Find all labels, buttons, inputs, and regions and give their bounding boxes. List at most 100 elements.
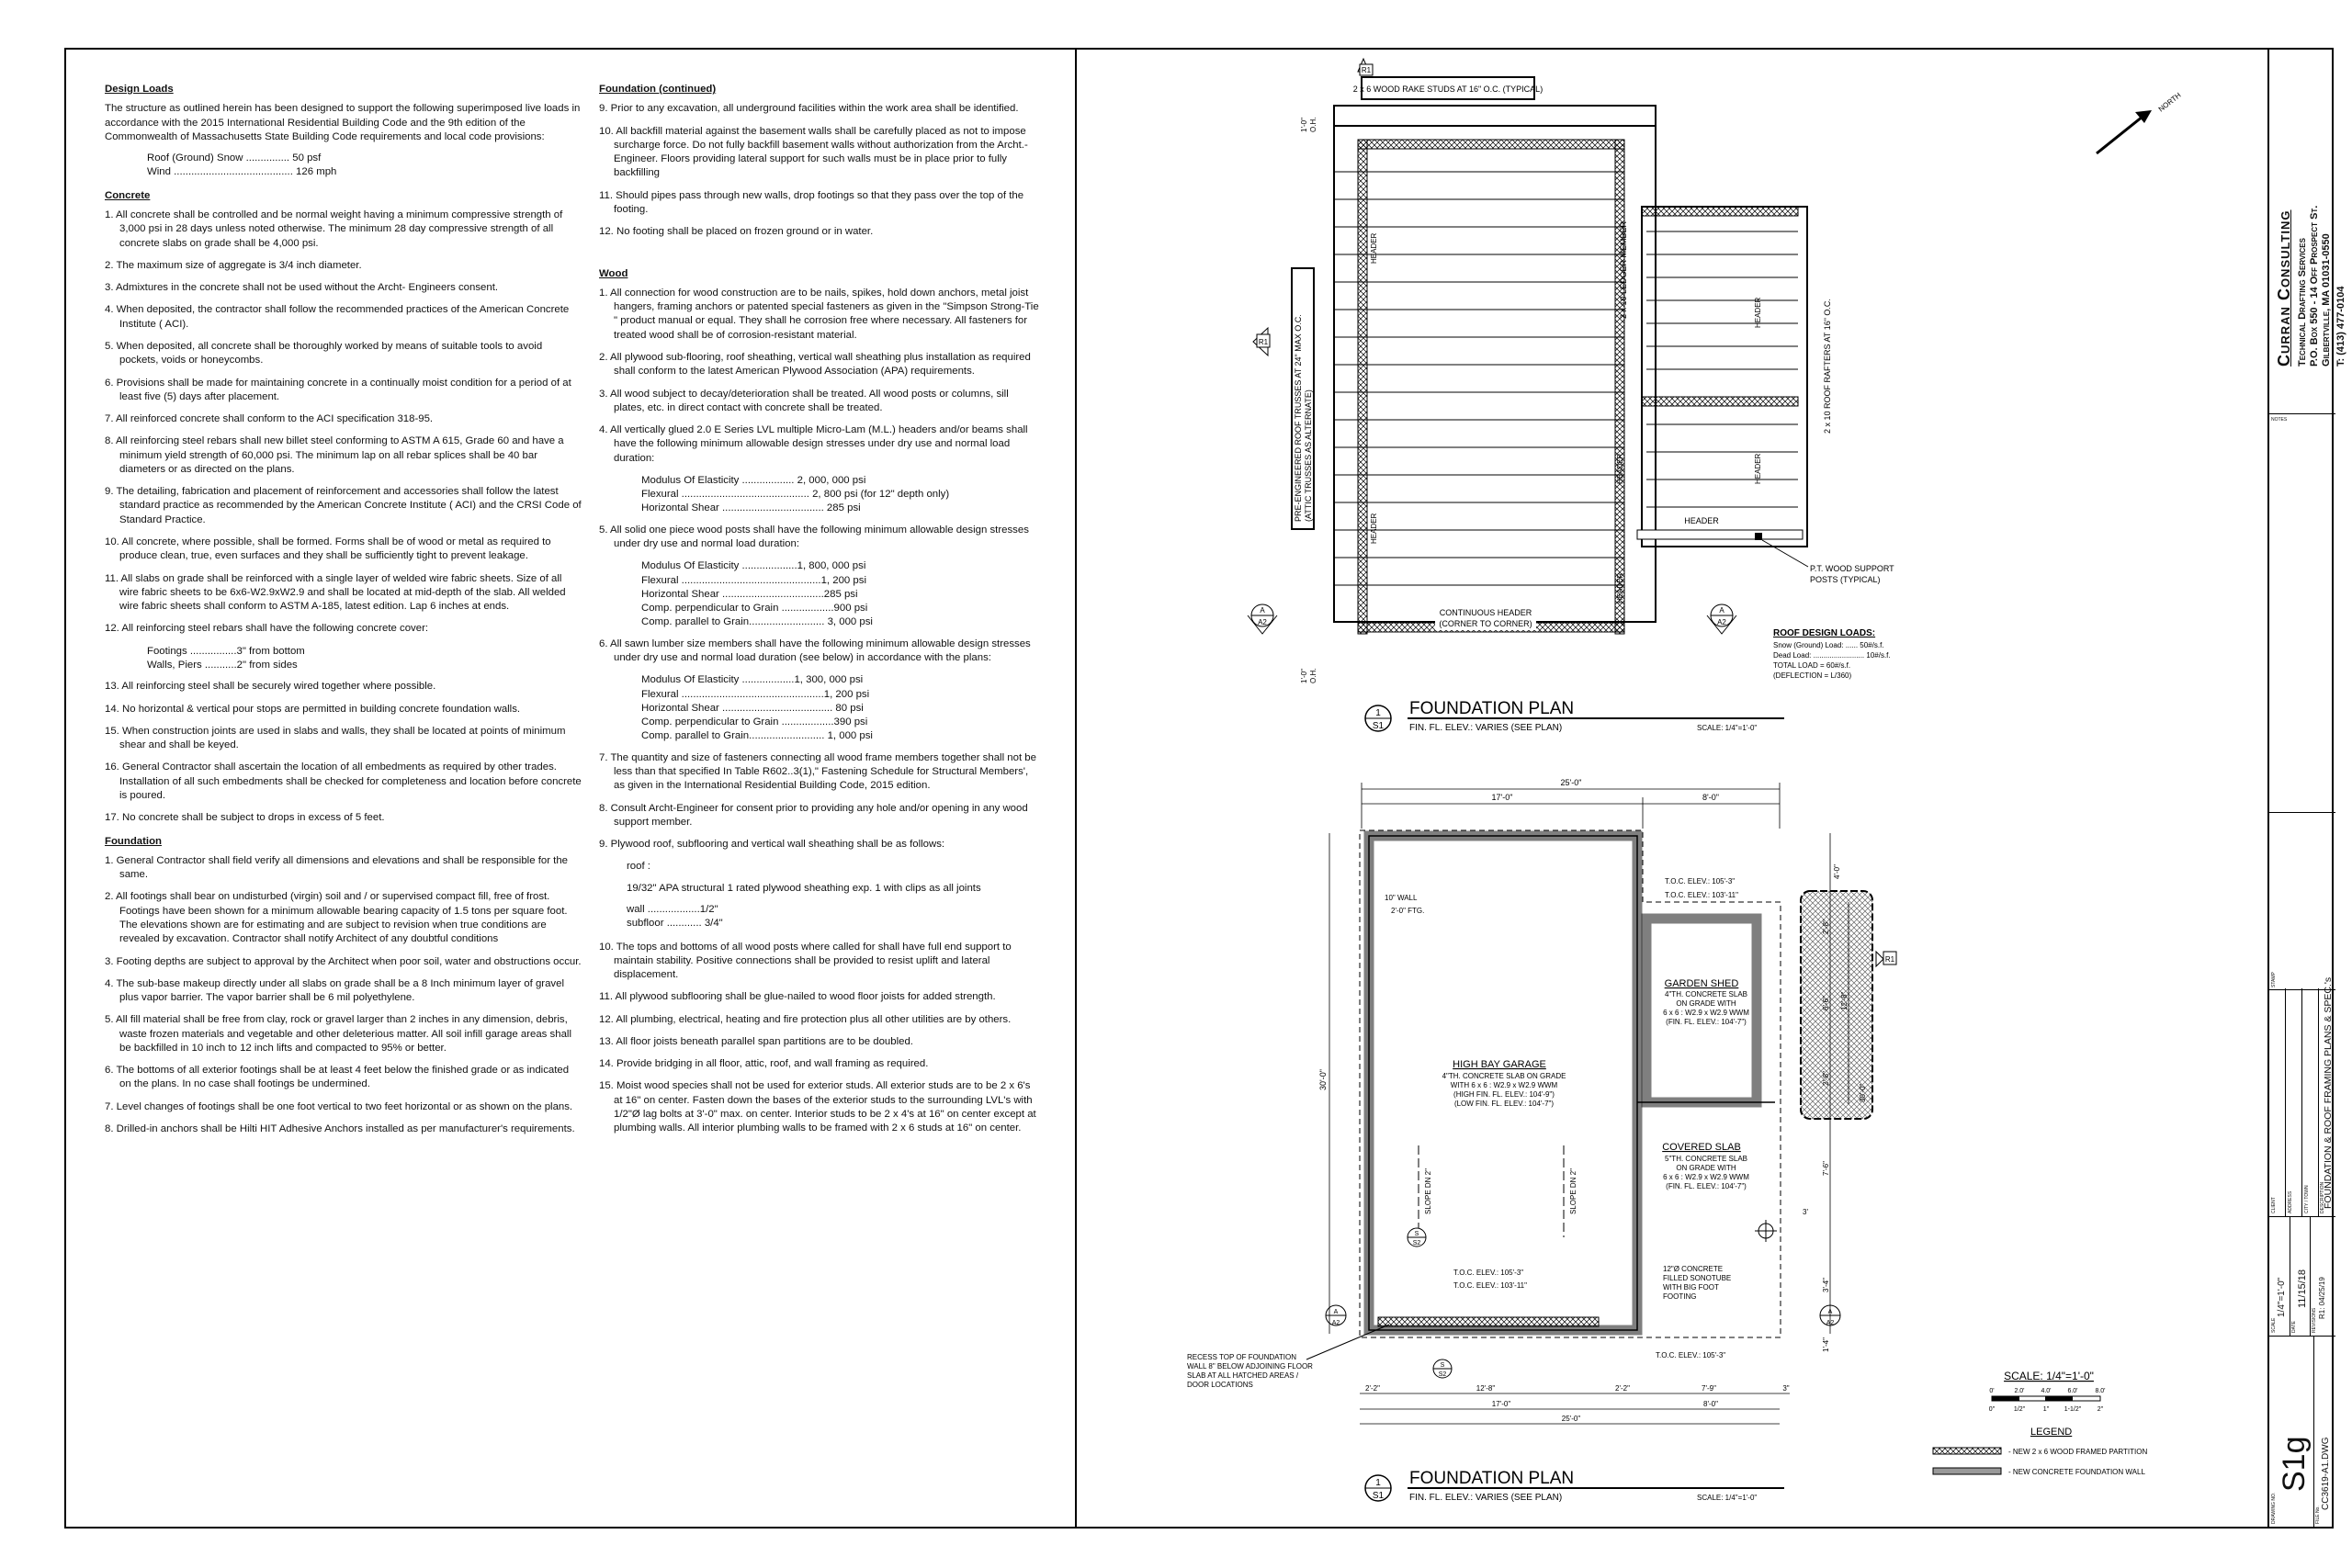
svg-text:3": 3" xyxy=(1782,1384,1789,1393)
svg-text:1'-4": 1'-4" xyxy=(1822,1337,1830,1352)
svg-text:ON GRADE WITH: ON GRADE WITH xyxy=(1676,999,1736,1008)
svg-text:6.0': 6.0' xyxy=(2067,1388,2077,1394)
rake-studs-label: 2 x 6 WOOD RAKE STUDS AT 16" O.C. (TYPIC… xyxy=(1353,85,1543,94)
svg-text:0': 0' xyxy=(1989,1388,1994,1394)
section-marker-a-found-left: A A2 xyxy=(1325,1304,1347,1326)
stress-line: Comp. perpendicular to Grain ...........… xyxy=(641,603,868,615)
overhang-oh-bottom: O.H. xyxy=(1309,669,1317,683)
roof-spec: 19/32" APA structural 1 rated plywood sh… xyxy=(627,882,981,894)
svg-text:WITH BIG FOOT: WITH BIG FOOT xyxy=(1663,1283,1719,1292)
load-line: Roof (Ground) Snow ............... 50 ps… xyxy=(147,152,322,164)
cont-header-label: CONTINUOUS HEADER xyxy=(1440,608,1532,617)
spec-item: 8. Drilled-in anchors shall be Hilti HIT… xyxy=(105,1123,575,1135)
revision-value: R1: 04/25/19 xyxy=(2318,1277,2326,1319)
r1-left-tag xyxy=(1256,333,1271,348)
scale-label: SCALE xyxy=(2271,1317,2277,1333)
drawing-sheet: Design Loads The structure as outlined h… xyxy=(64,48,2346,1529)
recessed-area-hatch xyxy=(1377,1316,1600,1327)
spec-item: 10. The tops and bottoms of all wood pos… xyxy=(599,941,1012,981)
svg-text:- NEW CONCRETE FOUNDATION WALL: - NEW CONCRETE FOUNDATION WALL xyxy=(2008,1468,2145,1476)
foundation-list: 1. General Contractor shall field verify… xyxy=(105,854,582,1137)
foundation-plan: 25'-0" 17'-0" 8'-0" R1 T.O.C. ELEV.: 105… xyxy=(1187,778,1897,1503)
spec-item: 13. All reinforcing steel shall be secur… xyxy=(105,681,436,693)
design-loads-intro: The structure as outlined herein has bee… xyxy=(105,103,581,142)
svg-text:7'-6": 7'-6" xyxy=(1822,1161,1830,1176)
svg-text:1: 1 xyxy=(1375,1478,1381,1488)
posts-label: P.T. WOOD SUPPORT xyxy=(1810,564,1894,573)
spec-item: 5. All fill material shall be free from … xyxy=(105,1014,571,1054)
svg-text:A: A xyxy=(1334,1309,1339,1315)
spec-item: 14. Provide bridging in all floor, attic… xyxy=(599,1058,929,1070)
toc-elev-4: T.O.C. ELEV.: 103'-11" xyxy=(1453,1281,1527,1290)
rafters-label: 2 x 10 ROOF RAFTERS AT 16" O.C. xyxy=(1823,299,1832,434)
svg-text:ON GRADE WITH: ON GRADE WITH xyxy=(1676,1164,1736,1172)
svg-text:LEGEND: LEGEND xyxy=(2030,1427,2072,1438)
client-label: CLIENT xyxy=(2271,1197,2277,1213)
drawing-area: 2 x 6 WOOD RAKE STUDS AT 16" O.C. (TYPIC… xyxy=(1187,57,2183,1503)
wall-label: 10" WALL xyxy=(1385,894,1418,902)
roof-plan-title-text: FOUNDATION PLAN xyxy=(1409,699,1574,718)
section-marker-a-left: A A2 xyxy=(1247,604,1278,635)
svg-text:30'-0": 30'-0" xyxy=(1859,1083,1867,1102)
spec-item: 15. When construction joints are used in… xyxy=(105,725,566,751)
project-description: FOUNDATION & ROOF FRAMING PLANS & SPEC.'… xyxy=(2323,976,2334,1209)
trusses-alt-label: (ATTIC TRUSSES AS ALTERNATE) xyxy=(1304,389,1313,522)
svg-text:A2: A2 xyxy=(1332,1320,1340,1326)
toc-elev-3: T.O.C. ELEV.: 105'-3" xyxy=(1453,1269,1523,1277)
truss-lines xyxy=(1334,171,1624,586)
spec-item: 3. Admixtures in the concrete shall not … xyxy=(105,282,499,294)
r1-marker-2 xyxy=(1875,950,1884,968)
company-address: P.O. Box 550 - 14 Off Prospect St. xyxy=(2309,205,2320,367)
stress-line: Comp. parallel to Grain.................… xyxy=(641,616,873,628)
drawing-number-block: DRAWING NO. S1g FILE No. CC3619-A1.DWG xyxy=(2269,1336,2335,1527)
drawing-number-label: DRAWING NO. xyxy=(2271,1492,2277,1524)
svg-text:6 x 6 : W2.9 x W2.9 WWM: 6 x 6 : W2.9 x W2.9 WWM xyxy=(1663,1173,1749,1181)
top-wall-hatch xyxy=(1357,139,1625,150)
roof-load-line: (DEFLECTION = L/360) xyxy=(1773,671,1851,680)
header-label-left: HEADER xyxy=(1370,232,1378,264)
svg-text:12'-8": 12'-8" xyxy=(1476,1384,1496,1393)
bottom-dimensions xyxy=(1360,1393,1790,1425)
spec-item: 4. The sub-base makeup directly under al… xyxy=(105,977,564,1004)
sawn-stresses: Modulus Of Elasticity ..................… xyxy=(641,673,1040,743)
support-post xyxy=(1755,533,1762,540)
stress-line: Comp. perpendicular to Grain ...........… xyxy=(641,716,868,728)
overhang-label-top: 1'-0" xyxy=(1300,118,1308,132)
roof-load-line: Dead Load: ......................... 10#… xyxy=(1773,651,1891,660)
spec-item: 6. Provisions shall be made for maintain… xyxy=(105,377,571,402)
svg-text:R1: R1 xyxy=(1885,955,1895,964)
concrete-list-2: 13. All reinforcing steel shall be secur… xyxy=(105,680,582,825)
stress-line: Comp. parallel to Grain.................… xyxy=(641,730,873,742)
svg-text:S1: S1 xyxy=(1373,1491,1385,1501)
heading-foundation: Foundation xyxy=(105,835,162,847)
company-name: Curran Consulting xyxy=(2275,209,2293,367)
svg-text:S1: S1 xyxy=(1373,721,1385,731)
spec-item: 12. No footing shall be placed on frozen… xyxy=(599,226,874,238)
date-label: DATE xyxy=(2291,1321,2297,1333)
subfloor-spec: subfloor ............ 3/4" xyxy=(627,918,723,930)
svg-text:FOOTING: FOOTING xyxy=(1663,1292,1696,1301)
heading-foundation-continued: Foundation (continued) xyxy=(599,84,717,95)
garden-shed-label: GARDEN SHED xyxy=(1665,978,1739,989)
spec-item: 1. General Contractor shall field verify… xyxy=(105,854,568,881)
svg-text:(FIN. FL. ELEV.: 104'-7"): (FIN. FL. ELEV.: 104'-7") xyxy=(1666,1018,1747,1026)
spec-item: 5. When deposited, all concrete shall be… xyxy=(105,340,543,367)
svg-text:4"TH. CONCRETE SLAB: 4"TH. CONCRETE SLAB xyxy=(1665,990,1747,998)
heading-concrete: Concrete xyxy=(105,189,151,201)
roof-label: roof : xyxy=(627,861,650,873)
heading-design-loads: Design Loads xyxy=(105,84,174,95)
svg-text:WITH 6 x 6 : W2.9 x W2.9 WWM: WITH 6 x 6 : W2.9 x W2.9 WWM xyxy=(1451,1081,1558,1089)
svg-text:FIN. FL. ELEV.: VARIES (SEE PL: FIN. FL. ELEV.: VARIES (SEE PLAN) xyxy=(1409,723,1562,733)
spec-item: 14. No horizontal & vertical pour stops … xyxy=(105,703,521,715)
north-arrow-icon: NORTH xyxy=(2096,91,2183,155)
cover-line: Walls, Piers ...........2" from sides xyxy=(147,660,298,671)
company-service: Technical Drafting Services xyxy=(2297,238,2308,367)
shed-header xyxy=(1636,529,1804,540)
trusses-label: PRE-ENGINEERED ROOF TRUSSES AT 24" MAX O… xyxy=(1294,314,1303,522)
spec-item: 12. All reinforcing steel rebars shall h… xyxy=(105,623,429,635)
svg-text:2'-8": 2'-8" xyxy=(1822,919,1830,934)
top-dimensions xyxy=(1361,783,1781,829)
foundation-plan-title: 1 S1 FOUNDATION PLAN FIN. FL. ELEV.: VAR… xyxy=(1364,1469,1784,1503)
spec-item: 9. The detailing, fabrication and placem… xyxy=(105,486,582,525)
spec-item: 3. All wood subject to decay/deteriorati… xyxy=(599,388,1009,413)
